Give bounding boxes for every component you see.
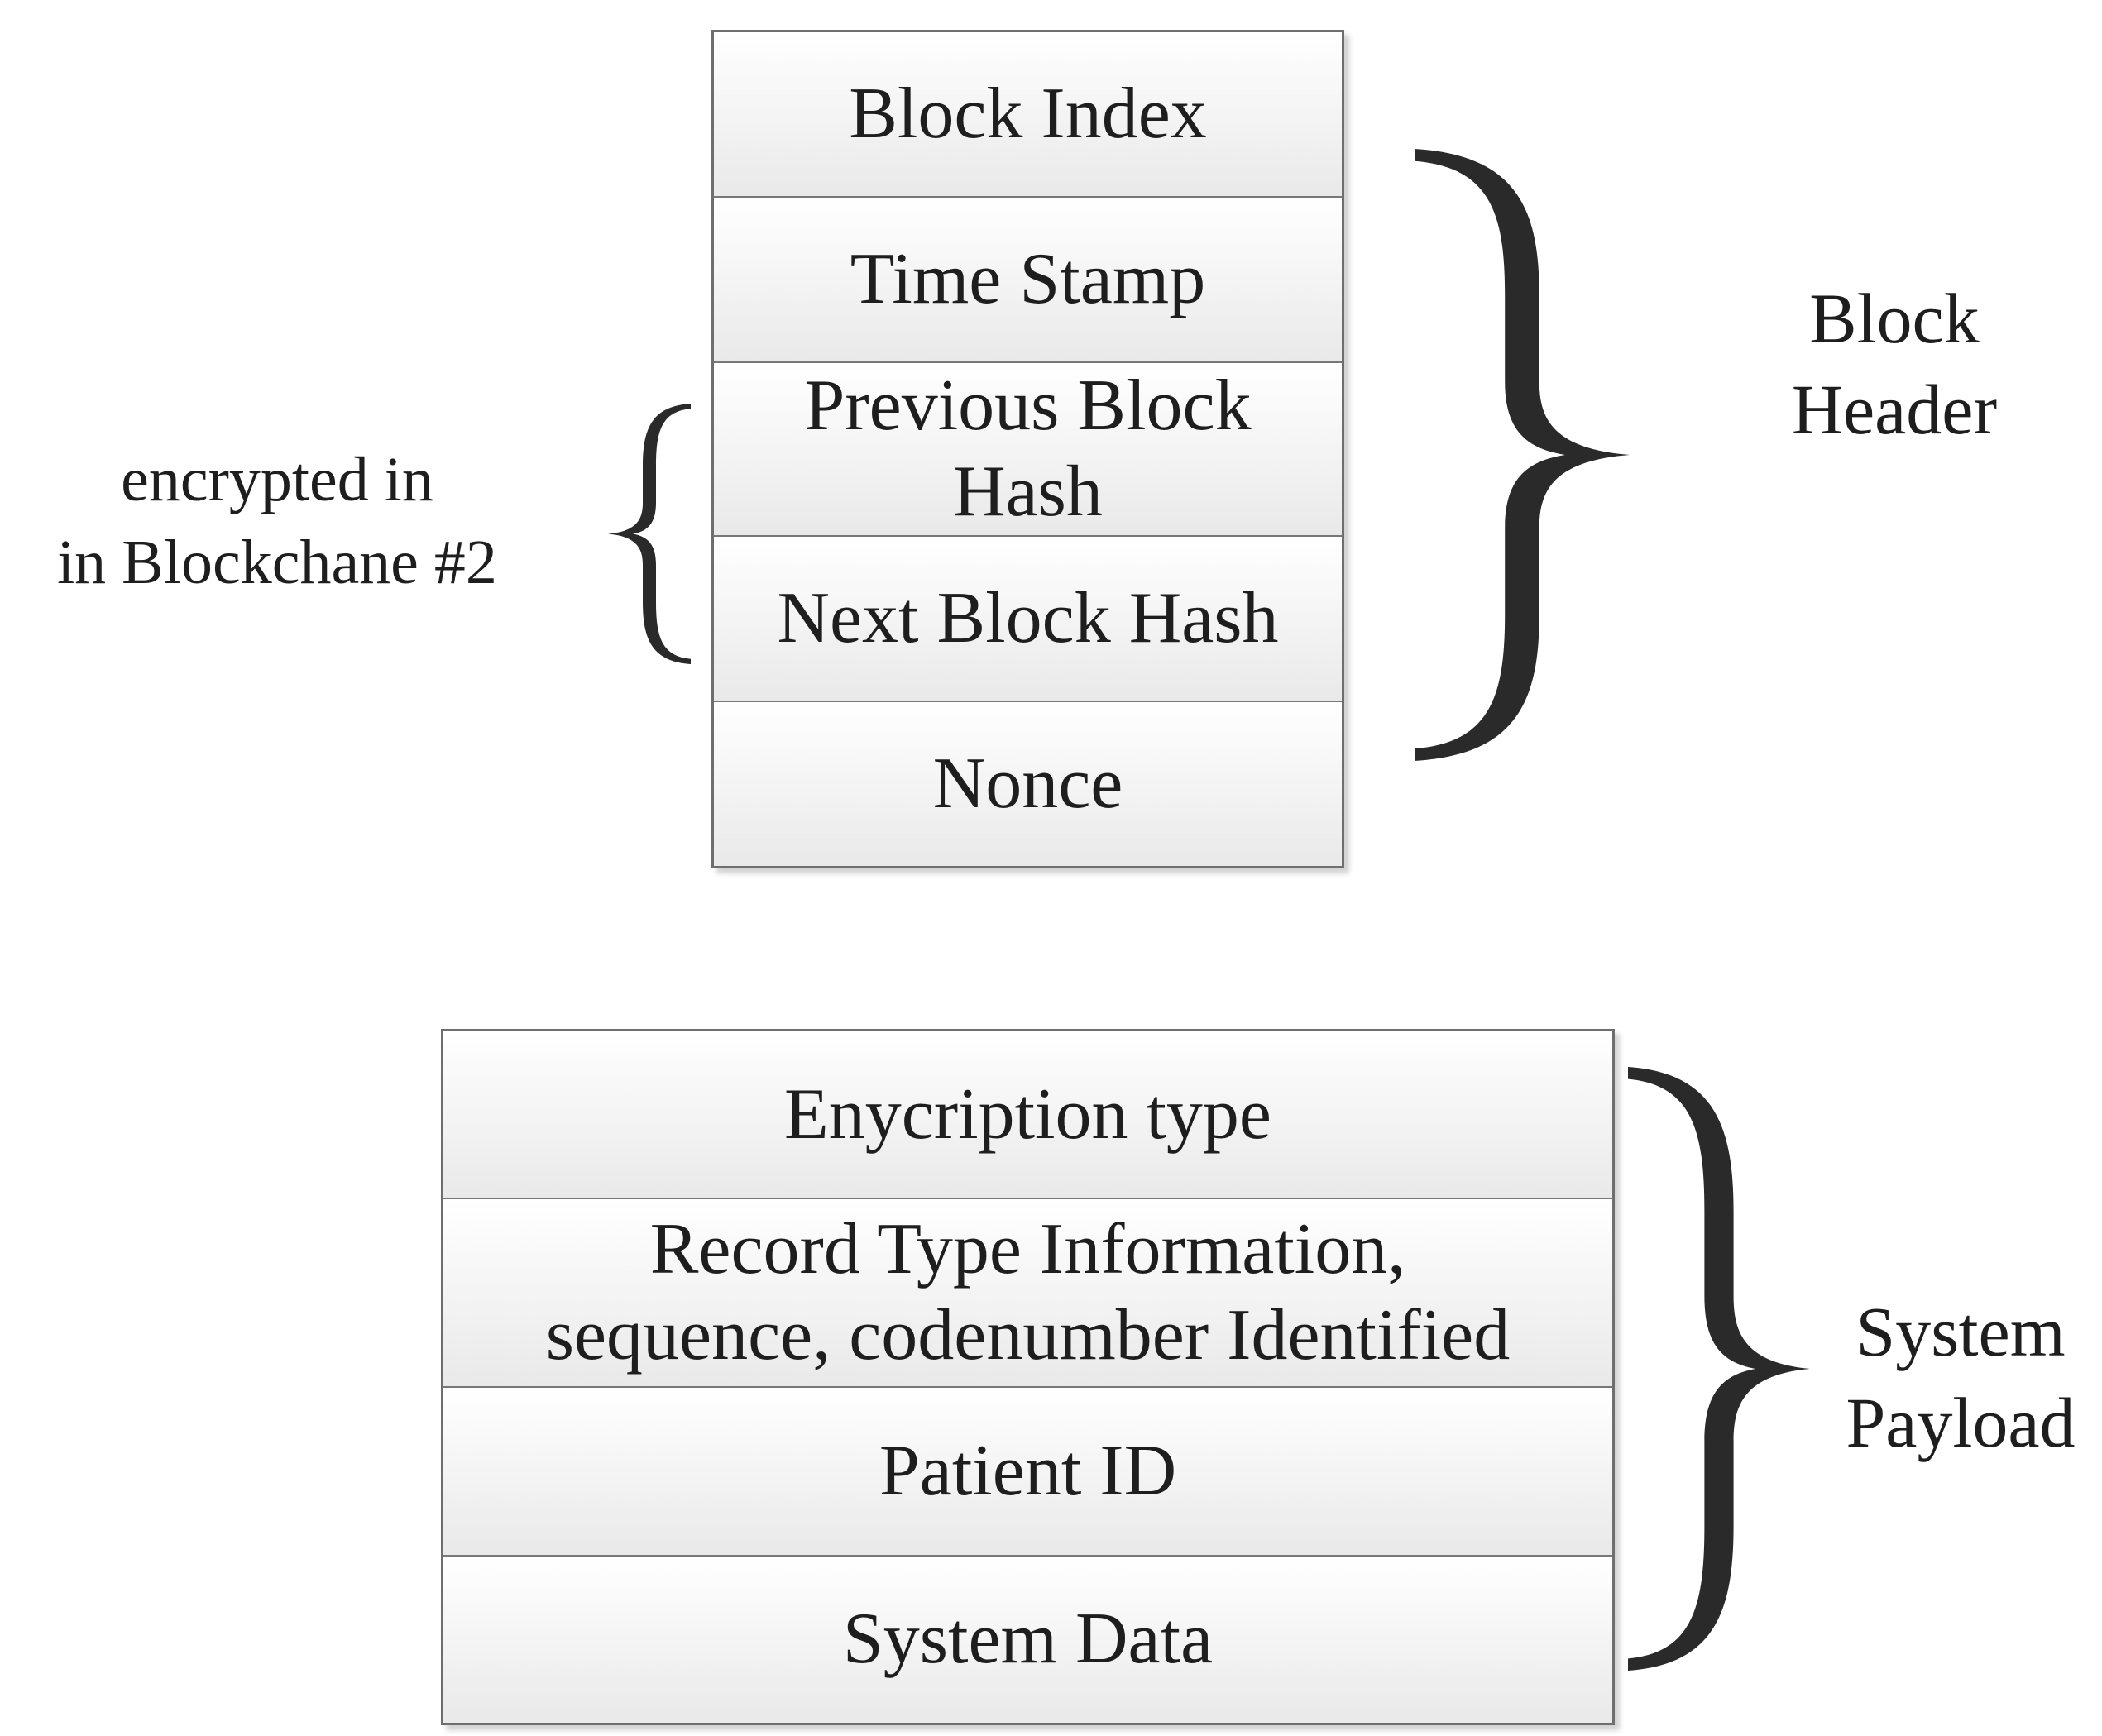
system-payload-stack: Enycription type Record Type Information… [441,1029,1615,1725]
field-encryption-type: Enycription type [443,1031,1612,1200]
field-time-stamp: Time Stamp [714,198,1342,364]
block-header-label-text: Block Header [1791,279,1998,450]
system-payload-label-text: System Payload [1846,1292,2076,1463]
field-next-block-hash: Next Block Hash [714,536,1342,702]
block-header-brace-icon [1415,149,1630,761]
system-payload-label: System Payload [1812,1286,2102,1468]
encrypted-note-label: encrypted in in Blockchane #2 [17,438,538,605]
field-previous-block-hash: Previous Block Hash [714,363,1342,537]
block-header-stack: Block Index Time Stamp Previous Block Ha… [711,30,1344,868]
block-header-label: Block Header [1737,273,2052,455]
field-block-index: Block Index [714,32,1342,198]
field-patient-id: Patient ID [443,1388,1612,1557]
system-payload-brace-icon [1628,1067,1810,1671]
field-record-type-information: Record Type Information, sequence, coden… [443,1199,1612,1389]
field-system-data: System Data [443,1556,1612,1723]
field-nonce: Nonce [714,701,1342,867]
encrypted-note-text: encrypted in in Blockchane #2 [57,445,497,598]
encrypted-hash-brace-icon [608,404,691,664]
